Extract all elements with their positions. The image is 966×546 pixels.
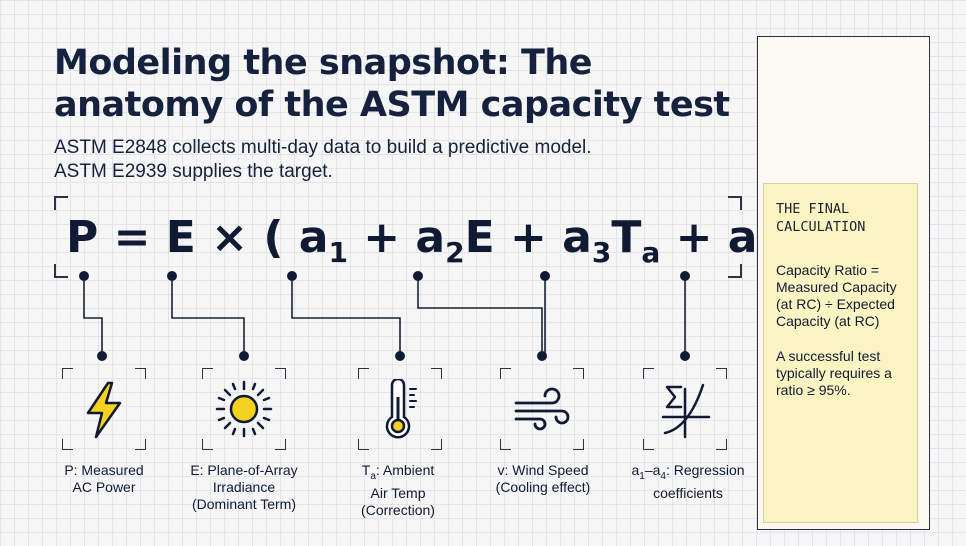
term-label-line: (Cooling effect): [495, 479, 591, 495]
term-symbol: T: [361, 462, 371, 478]
connector-a2e: [417, 276, 543, 356]
icon-frame-wind: [500, 368, 584, 450]
lightning-icon: [86, 381, 122, 439]
sun-icon: [215, 380, 273, 438]
connector-dot: [395, 351, 405, 361]
term-label-coefficients: a1–a4: Regression coefficients: [613, 462, 763, 502]
connector-dot: [97, 351, 107, 361]
connector-dot: [680, 351, 690, 361]
term-label-line: (Dominant Term): [192, 496, 296, 512]
term-label-line: (Correction): [361, 501, 435, 518]
subtitle-line-2: ASTM E2939 supplies the target.: [54, 161, 333, 182]
connector-e: [171, 276, 245, 356]
term-label-line: Irradiance: [212, 479, 276, 495]
term-symbol-sub: a: [370, 470, 376, 482]
connector-dot: [413, 271, 423, 281]
final-calculation-note: THE FINAL CALCULATION Capacity Ratio = M…: [763, 183, 918, 523]
term-label-line: Ta: Ambient: [323, 462, 473, 485]
connector-dot: [537, 351, 547, 361]
equation-part-2: + a: [347, 212, 446, 263]
connector-a1: [291, 276, 401, 356]
term-label-line: a1–a4: Regression: [613, 462, 763, 485]
term-label-irradiance: E: Plane-of-Array Irradiance (Dominant T…: [169, 462, 319, 513]
equation-sub-4: a: [641, 236, 661, 269]
term-label-line: Air Temp: [370, 484, 426, 501]
equation-lead: P = E × ( a: [66, 212, 329, 263]
equation-part-4: T: [611, 212, 642, 263]
connector-dot: [287, 271, 297, 281]
wind-icon: [514, 387, 570, 431]
connector-dot: [540, 271, 550, 281]
connector-dot: [239, 351, 249, 361]
term-text: : Ambient: [375, 462, 435, 478]
regression-icon: [661, 383, 711, 439]
equation-bracket-bottom-left: [54, 264, 68, 278]
term-label-power: P: Measured AC Power: [29, 462, 179, 496]
equation-bracket-bottom-right: [728, 264, 742, 278]
icon-frame-temperature: [358, 368, 442, 450]
equation-bracket-top-left: [54, 196, 68, 210]
icon-frame-power: [62, 368, 146, 450]
equation-part-3: E + a: [464, 212, 592, 263]
page-title: Modeling the snapshot: The anatomy of th…: [54, 43, 730, 125]
term-label-line: AC Power: [72, 479, 136, 495]
success-requirement: A successful test typically requires a r…: [776, 348, 892, 398]
term-label-line: coefficients: [653, 484, 723, 501]
term-symbol-sub: 4: [660, 470, 666, 482]
subtitle-line-1: ASTM E2848 collects multi-day data to bu…: [54, 137, 592, 158]
connector-p: [83, 276, 103, 356]
equation-sub-1: 1: [328, 236, 348, 269]
term-text: : Regression: [665, 462, 745, 478]
connector-dot: [680, 271, 690, 281]
thermometer-icon: [385, 379, 417, 439]
term-label-temperature: Ta: Ambient Air Temp (Correction): [323, 462, 473, 519]
connector-dot: [79, 271, 89, 281]
note-heading-line-2: CALCULATION: [776, 219, 866, 235]
term-label-line: v: Wind Speed: [497, 462, 589, 478]
term-symbol: a: [631, 462, 640, 478]
term-label-line: P: Measured: [64, 462, 144, 478]
note-heading: THE FINAL CALCULATION: [776, 200, 905, 236]
capacity-ratio-formula: Capacity Ratio = Measured Capacity (at R…: [776, 262, 897, 329]
equation-bracket-top-right: [728, 196, 742, 210]
note-heading-line-1: THE FINAL: [776, 201, 850, 217]
subtitle: ASTM E2848 collects multi-day data to bu…: [54, 136, 734, 184]
equation-sub-3: 3: [591, 236, 612, 269]
icon-frame-coefficients: [643, 368, 727, 450]
term-label-wind: v: Wind Speed (Cooling effect): [468, 462, 618, 496]
term-symbol-sub: 1: [639, 470, 645, 482]
equation-part-5: + a: [660, 212, 758, 263]
equation-sub-2: 2: [445, 236, 465, 269]
term-label-line: E: Plane-of-Array: [190, 462, 298, 478]
term-symbol: –a: [644, 462, 661, 478]
icon-frame-irradiance: [202, 368, 286, 450]
connector-dot: [167, 271, 177, 281]
